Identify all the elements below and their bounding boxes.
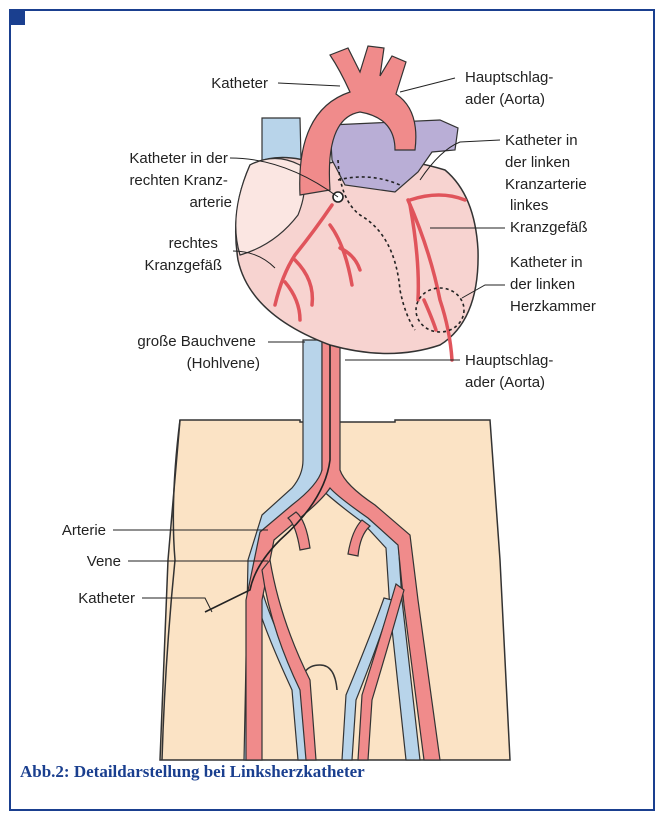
label-rechtes-kranzgefaess: rechtes Kranzgefäß	[144, 235, 222, 274]
label-katheter-top: Katheter	[211, 75, 268, 92]
label-katheter-linke-kranzarterie: Katheter in der linken Kranzarterie	[505, 132, 587, 193]
label-katheter-linke-herzkammer: Katheter in der linken Herzkammer	[510, 254, 596, 315]
label-arterie: Arterie	[62, 522, 106, 539]
label-katheter-bottom: Katheter	[78, 590, 135, 607]
label-linkes-kranzgefaess: linkes Kranzgefäß	[510, 197, 588, 236]
label-vene: Vene	[87, 553, 121, 570]
label-grosse-bauchvene: große Bauchvene (Hohlvene)	[137, 333, 260, 372]
figure-caption: Abb.2: Detaildarstellung bei Linksherzka…	[20, 762, 640, 792]
label-aorta-top: Hauptschlag- ader (Aorta)	[465, 69, 558, 108]
label-aorta-bottom: Hauptschlag- ader (Aorta)	[465, 352, 558, 391]
label-katheter-rechte-kranzarterie: Katheter in der rechten Kranz- arterie	[129, 150, 232, 211]
